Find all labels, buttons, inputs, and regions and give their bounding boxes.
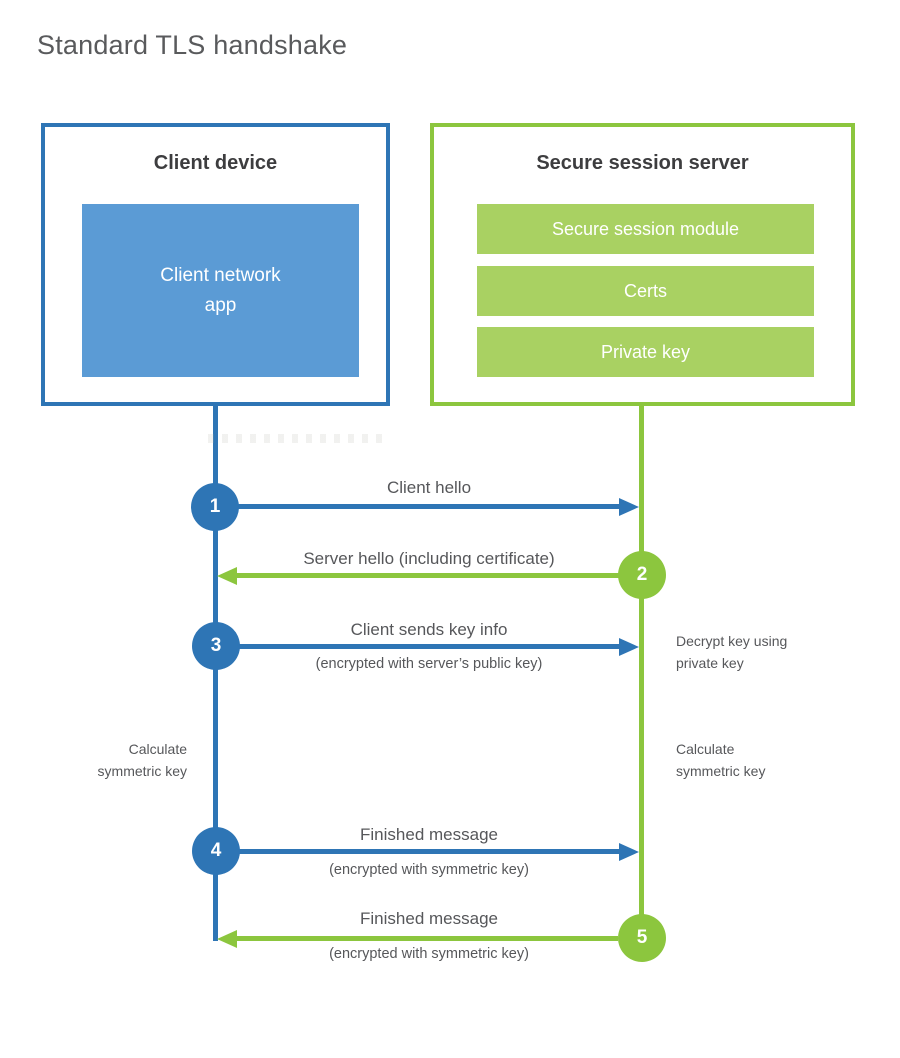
step5-arrow-line <box>236 936 618 941</box>
server-lifeline <box>639 404 644 938</box>
step1-label: Client hello <box>386 478 472 497</box>
step3-arrow-line <box>238 644 621 649</box>
client-device-title: Client device <box>153 152 278 174</box>
server-module-private-key: Private key <box>477 327 814 377</box>
step1-circle: 1 <box>191 483 239 531</box>
step1-arrowhead-right-icon <box>619 498 639 516</box>
step4-sublabel: (encrypted with symmetric key) <box>329 862 529 878</box>
client-lifeline <box>213 404 218 941</box>
client-device-box: Client device Client network app <box>41 123 390 406</box>
note-decrypt-key: Decrypt key using private key <box>676 633 788 672</box>
step3-sublabel: (encrypted with server’s public key) <box>315 656 543 672</box>
step2-arrowhead-left-icon <box>217 567 237 585</box>
step2-circle: 2 <box>618 551 666 599</box>
page-title: Standard TLS handshake <box>37 30 348 60</box>
step2-label: Server hello (including certificate) <box>303 549 555 568</box>
step3-circle: 3 <box>192 622 240 670</box>
step4-arrowhead-right-icon <box>619 843 639 861</box>
step1-arrow-line <box>237 504 621 509</box>
step3-label: Client sends key info <box>350 620 508 639</box>
server-title: Secure session server <box>536 152 749 174</box>
step4-label: Finished message <box>360 825 498 844</box>
note-calc-symmetric-right: Calculate symmetric key <box>676 741 766 780</box>
step5-circle: 5 <box>618 914 666 962</box>
note-calc-symmetric-left: Calculate symmetric key <box>97 741 187 780</box>
step4-arrow-line <box>238 849 621 854</box>
step4-circle: 4 <box>192 827 240 875</box>
server-module-secure-session: Secure session module <box>477 204 814 254</box>
step3-arrowhead-right-icon <box>619 638 639 656</box>
client-network-app-block: Client network app <box>82 204 359 377</box>
step5-arrowhead-left-icon <box>217 930 237 948</box>
server-module-certs: Certs <box>477 266 814 316</box>
step5-sublabel: (encrypted with symmetric key) <box>329 946 529 962</box>
step2-arrow-line <box>236 573 620 578</box>
server-box: Secure session server Secure session mod… <box>430 123 855 406</box>
faint-dashed-artifact <box>208 434 388 443</box>
step5-label: Finished message <box>360 909 498 928</box>
